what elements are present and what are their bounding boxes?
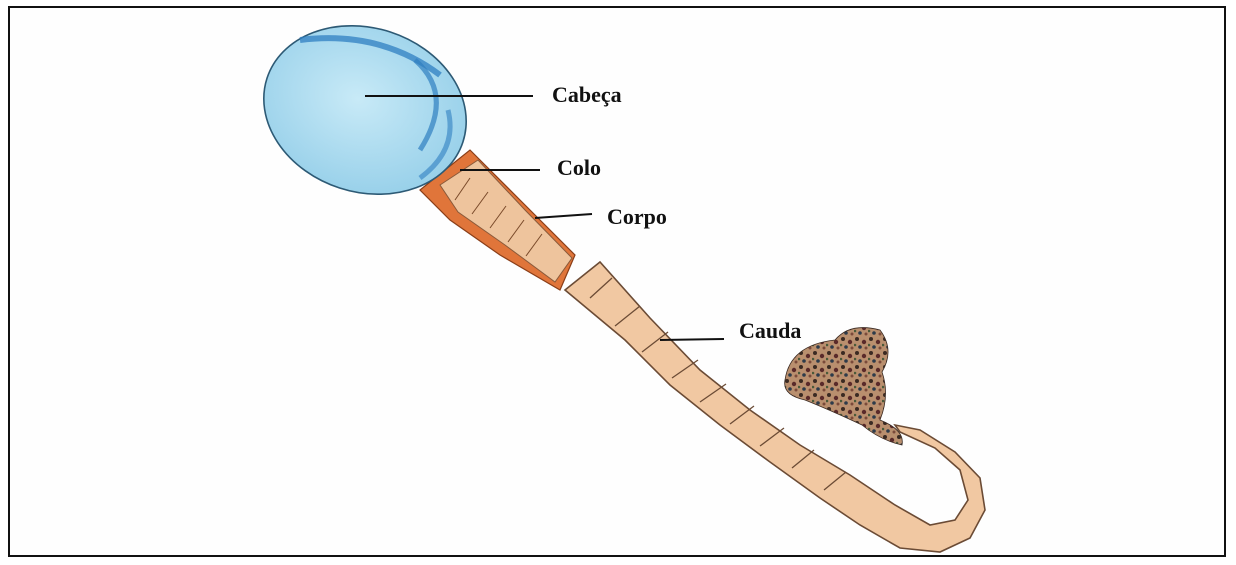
leader-line-tail bbox=[660, 339, 724, 340]
label-head: Cabeça bbox=[552, 84, 622, 106]
speckled-mass bbox=[785, 328, 903, 445]
label-neck: Colo bbox=[557, 157, 601, 179]
label-body: Corpo bbox=[607, 206, 667, 228]
leader-line-body bbox=[535, 214, 592, 218]
tail-flagellum bbox=[565, 262, 985, 552]
label-tail: Cauda bbox=[739, 320, 801, 342]
